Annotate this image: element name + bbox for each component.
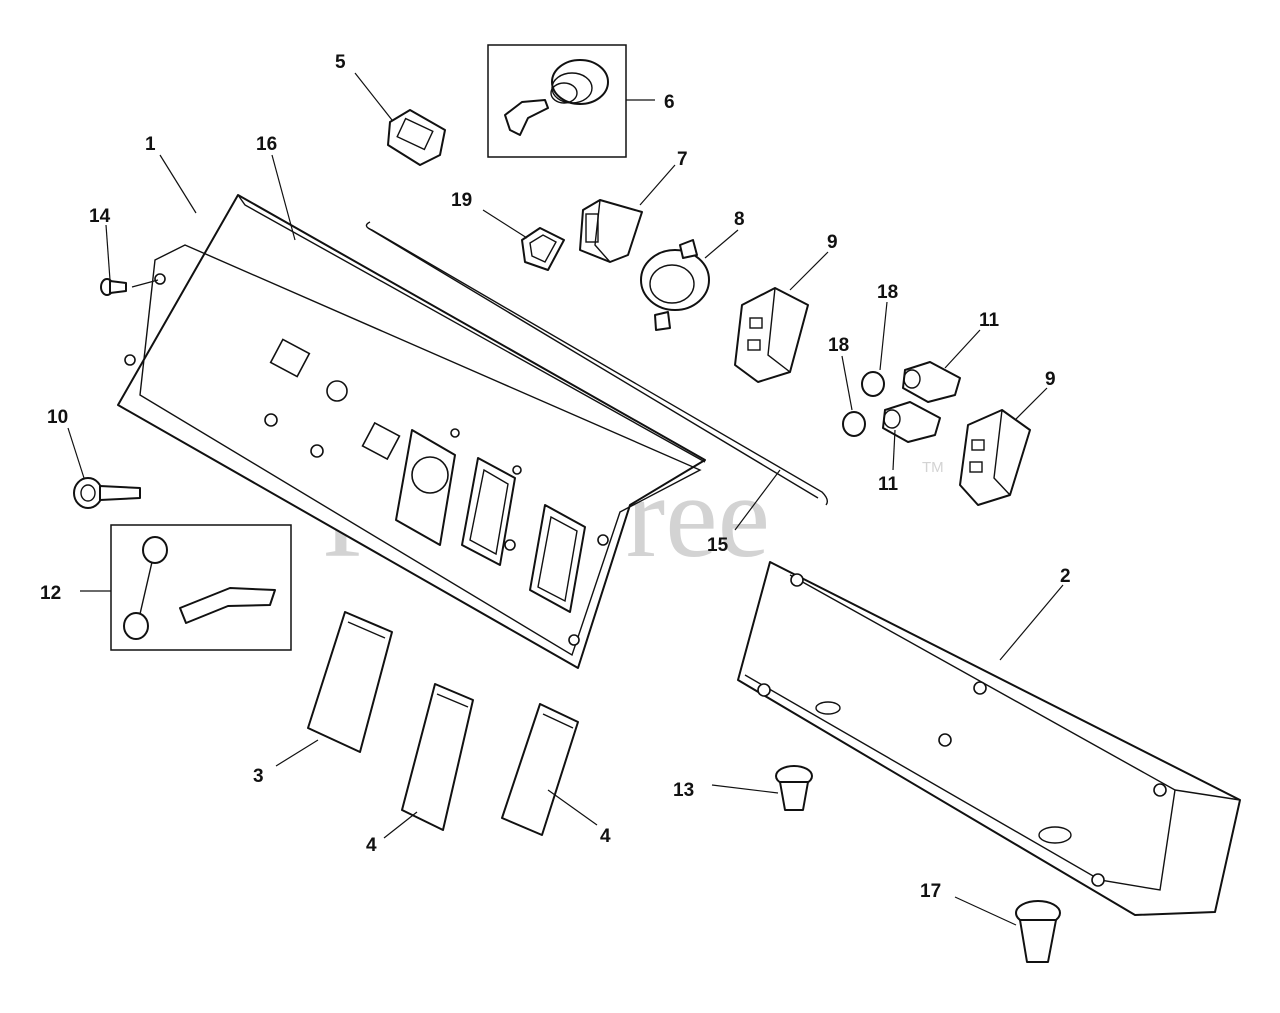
part-5-switch[interactable] (387, 109, 446, 166)
callout-4b: 4 (600, 826, 611, 847)
callout-labels: 1 2 3 4 4 5 6 7 8 9 9 10 11 11 12 13 14 … (40, 52, 1071, 902)
callout-7: 7 (677, 149, 688, 170)
part-14-screw[interactable] (100, 278, 127, 296)
part-7-rocker-switch[interactable] (579, 199, 643, 263)
callout-6: 6 (664, 92, 675, 113)
leader-lines (67, 72, 1064, 926)
part-19-cover[interactable] (521, 227, 565, 271)
part-10-connector[interactable] (73, 477, 141, 509)
part-13-plug[interactable] (775, 765, 813, 811)
callout-11a: 11 (979, 310, 1000, 331)
callout-3: 3 (253, 766, 264, 787)
part-15-rod[interactable] (365, 221, 829, 506)
part-11-breaker-upper[interactable] (902, 361, 961, 403)
callout-13: 13 (673, 780, 694, 801)
callout-19: 19 (451, 190, 472, 211)
part-3-cover[interactable] (307, 611, 393, 753)
part-18-lamp-upper[interactable] (861, 371, 885, 397)
callout-9b: 9 (1045, 369, 1056, 390)
callout-9a: 9 (827, 232, 838, 253)
watermark-trademark: TM (922, 459, 944, 476)
callout-1: 1 (145, 134, 156, 155)
callout-16: 16 (256, 134, 277, 155)
callout-12: 12 (40, 583, 61, 604)
part-9-outlet-upper[interactable] (734, 287, 809, 383)
callout-4a: 4 (366, 835, 377, 856)
callout-10: 10 (47, 407, 68, 428)
callout-17: 17 (920, 881, 941, 902)
callout-14: 14 (89, 206, 111, 227)
part-18-lamp-lower[interactable] (842, 411, 866, 437)
part-4-cover-right[interactable] (501, 703, 579, 836)
callout-15: 15 (707, 535, 729, 556)
callout-5: 5 (335, 52, 346, 73)
part-8-receptacle[interactable] (640, 239, 710, 331)
part-9-outlet-lower[interactable] (959, 409, 1031, 506)
part-2-housing[interactable] (737, 561, 1241, 916)
part-1-control-panel[interactable] (117, 194, 706, 669)
part-4-cover-left[interactable] (401, 683, 474, 831)
callout-18b: 18 (828, 335, 849, 356)
part-12-cap-kit[interactable] (110, 524, 292, 651)
part-11-breaker-lower[interactable] (882, 401, 941, 443)
callout-11b: 11 (878, 474, 899, 495)
callout-18a: 18 (877, 282, 898, 303)
callout-8: 8 (734, 209, 745, 230)
part-17-plug[interactable] (1015, 900, 1061, 963)
callout-2: 2 (1060, 566, 1071, 587)
part-6-key-switch[interactable] (487, 44, 627, 158)
